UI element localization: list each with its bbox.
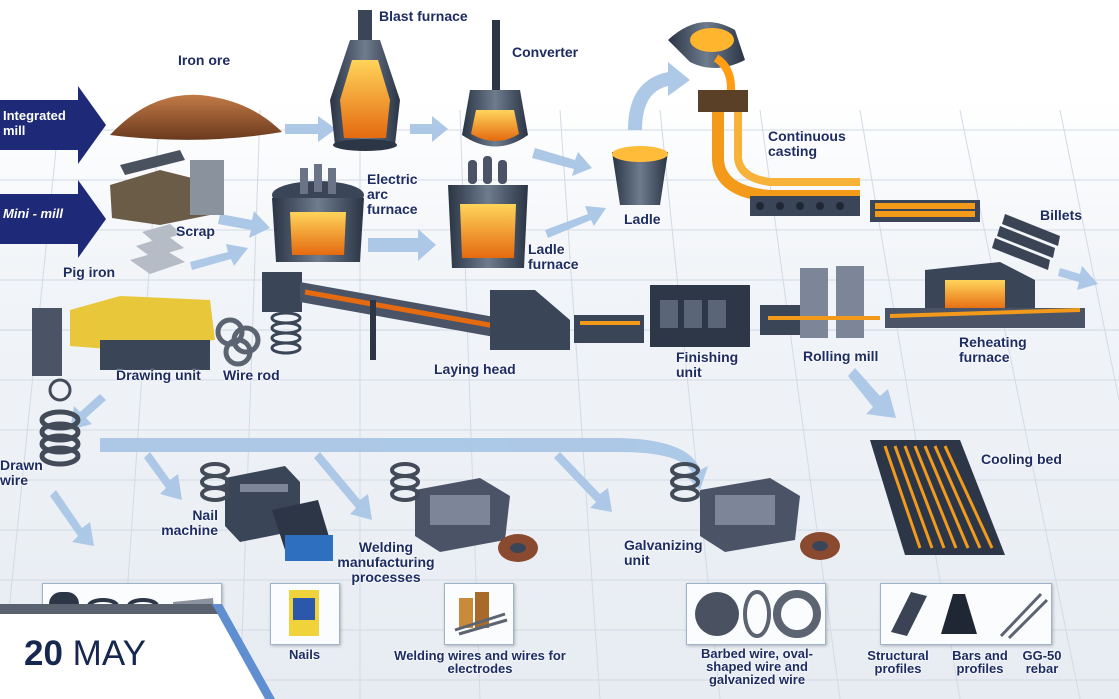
label-laying-head: Laying head [434, 361, 516, 377]
label-drawing-unit: Drawing unit [116, 367, 201, 383]
label-pig-iron: Pig iron [63, 264, 116, 280]
mini-mill-label: Mini - mill [3, 206, 63, 221]
laying-head-conveyor [262, 272, 570, 360]
continuous-casting-machine [698, 90, 980, 222]
label-finishing-unit: Finishing unit [676, 349, 739, 380]
date-month: MAY [72, 634, 146, 673]
label-ladle: Ladle [624, 211, 661, 227]
finishing-unit [574, 285, 750, 347]
blast-furnace [330, 10, 400, 151]
label-cooling-bed: Cooling bed [981, 451, 1062, 467]
integrated-mill-arrow: Integrated mill [0, 86, 106, 164]
product-box-profiles [880, 583, 1052, 645]
product-box-welding-wires [444, 583, 514, 645]
date-banner [0, 604, 300, 699]
label-drawn-wire: Drawn wire [0, 457, 43, 488]
electric-arc-furnace [272, 164, 364, 262]
reheating-furnace [885, 262, 1085, 328]
product-box-barbed-wire [686, 583, 826, 645]
label-scrap: Scrap [176, 223, 215, 239]
drawing-unit [32, 296, 215, 376]
pig-iron-stack [130, 224, 185, 274]
rolling-mill [760, 266, 880, 338]
date-text: 20 MAY [24, 634, 146, 674]
date-day: 20 [24, 634, 63, 673]
product-box-nails [270, 583, 340, 645]
galvanizing-unit [670, 462, 840, 560]
product-label-structural: Structural profiles [867, 648, 929, 676]
label-converter: Converter [512, 44, 579, 60]
ladle-pouring [668, 22, 745, 101]
label-iron-ore: Iron ore [178, 52, 231, 68]
product-label-bars: Bars and profiles [952, 648, 1008, 676]
integrated-mill-label: Integrated mill [3, 108, 66, 138]
scrap-pile [110, 150, 224, 225]
label-galvanizing-unit: Galvanizing unit [624, 537, 703, 568]
iron-ore-pile [110, 94, 282, 140]
product-label-gg50: GG-50 rebar [1022, 648, 1062, 676]
converter [462, 20, 528, 147]
ladle-furnace [448, 156, 528, 268]
cooling-bed [870, 440, 1005, 555]
coil-spring [270, 311, 302, 355]
label-rolling-mill: Rolling mill [803, 348, 879, 364]
label-welding-processes: Welding manufacturing processes [337, 539, 435, 585]
product-label-nails: Nails [289, 647, 321, 662]
ladle [612, 146, 668, 205]
product-label-welding-wires: Welding wires and wires for electrodes [394, 648, 566, 676]
label-ladle-furnace: Ladle furnace [528, 241, 579, 272]
drawn-wire-coil [39, 378, 81, 467]
billets-stack [992, 214, 1060, 270]
mini-mill-arrow: Mini - mill [0, 180, 106, 258]
label-nail-machine: Nail machine [161, 507, 218, 538]
label-reheating-furnace: Reheating furnace [959, 334, 1027, 365]
welding-unit [390, 462, 538, 562]
label-wire-rod: Wire rod [223, 367, 280, 383]
label-billets: Billets [1040, 207, 1083, 223]
label-continuous-casting: Continuous casting [768, 128, 846, 159]
label-blast-furnace: Blast furnace [379, 8, 468, 24]
product-label-barbed-wire: Barbed wire, oval-shaped wire and galvan… [701, 646, 813, 687]
wire-rod-coils [215, 317, 261, 367]
label-electric-arc-furnace: Electric arc furnace [367, 171, 418, 217]
nail-machine [200, 462, 333, 561]
